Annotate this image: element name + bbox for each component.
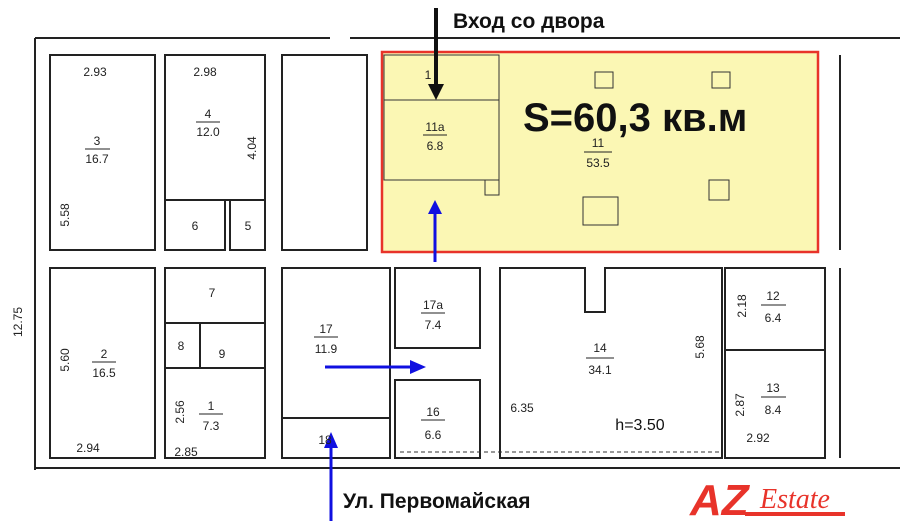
room-area: 7.3 xyxy=(203,419,220,433)
room-area: 6.4 xyxy=(765,311,782,325)
room-number: 6 xyxy=(192,219,199,233)
entry-arrow-up xyxy=(428,200,442,262)
dimension-labels: 2.93 2.98 4.04 5.58 12.75 5.60 2.94 2.56… xyxy=(11,65,770,459)
room-number: 17 xyxy=(319,322,333,336)
dimension-label: Estate xyxy=(759,484,830,515)
az-estate-logo: AZ Estate xyxy=(689,476,845,521)
room-area: 53.5 xyxy=(586,156,610,170)
room-area: 6.6 xyxy=(425,428,442,442)
dimension-label: AZ xyxy=(689,476,751,521)
dimension-label: 2.92 xyxy=(746,431,770,445)
dimension-label: 6.35 xyxy=(510,401,534,415)
dimension-label: 12.75 xyxy=(11,307,25,337)
room-number: 3 xyxy=(94,134,101,148)
dimension-label: 2.85 xyxy=(174,445,198,459)
dimension-label: 2.93 xyxy=(83,65,107,79)
dimension-label: 4.04 xyxy=(245,136,259,160)
room-number: 14 xyxy=(593,341,607,355)
street-entry-arrow xyxy=(324,432,338,521)
room-number: 2 xyxy=(101,347,108,361)
dimension-label: 5.60 xyxy=(58,348,72,372)
room-number: 4 xyxy=(205,107,212,121)
room-area: 34.1 xyxy=(588,363,612,377)
room-area: 8.4 xyxy=(765,403,782,417)
room-number: 9 xyxy=(219,347,226,361)
entry-arrow-right xyxy=(325,360,426,374)
dimension-label: 2.87 xyxy=(733,393,747,417)
room-number: 1 xyxy=(425,68,432,82)
room-number: 12 xyxy=(766,289,780,303)
room-number: 11 xyxy=(592,136,605,150)
dimension-label: 2.94 xyxy=(76,441,100,455)
room-number: 11а xyxy=(425,120,444,134)
room-area: 11.9 xyxy=(315,342,338,356)
courtyard-entrance-label: Вход со двора xyxy=(453,10,605,33)
room-number: 18 xyxy=(318,433,332,447)
dimension-label: 2.98 xyxy=(193,65,217,79)
room-area: 16.7 xyxy=(85,152,109,166)
dimension-label: 5.68 xyxy=(693,335,707,359)
courtyard-entrance-arrow xyxy=(428,8,444,100)
dimension-label: 2.18 xyxy=(735,294,749,318)
room-number: 16 xyxy=(426,405,440,419)
dimension-label: 2.56 xyxy=(173,400,187,424)
room-area: 12.0 xyxy=(196,125,220,139)
room-number: 7 xyxy=(209,286,216,300)
room-labels: 3 16.7 4 12.0 6 5 11а 6.8 11 53.5 2 16.5… xyxy=(85,68,786,447)
room-number: 1 xyxy=(208,399,215,413)
room-number: 17а xyxy=(423,298,443,312)
room-area: 6.8 xyxy=(427,139,444,153)
walls xyxy=(34,37,900,470)
area-label: S=60,3 кв.м xyxy=(523,96,747,140)
street-label: Ул. Первомайская xyxy=(343,490,531,513)
room-number: 13 xyxy=(766,381,780,395)
room-number: 5 xyxy=(245,219,252,233)
room-area: 16.5 xyxy=(92,366,116,380)
dimension-label: 5.58 xyxy=(58,203,72,227)
ceiling-height: h=3.50 xyxy=(615,417,664,434)
room-number: 8 xyxy=(178,339,185,353)
room-area: 7.4 xyxy=(425,318,442,332)
